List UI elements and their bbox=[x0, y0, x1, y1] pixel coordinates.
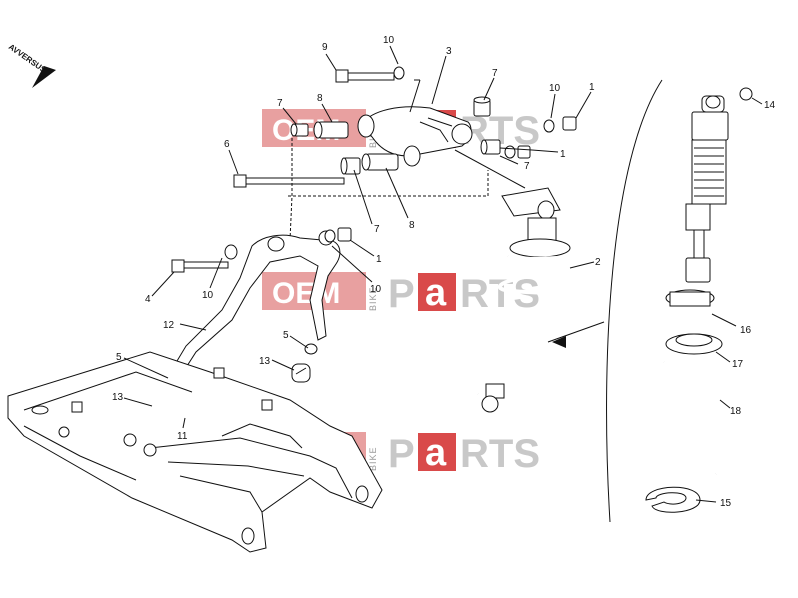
callout-7-lower: 7 bbox=[374, 224, 380, 235]
callout-16: 16 bbox=[740, 325, 752, 336]
callout-labels: 9 10 3 7 10 1 7 8 1 7 6 7 8 1 10 4 10 12… bbox=[112, 35, 776, 509]
callout-4: 4 bbox=[145, 294, 151, 305]
callout-18: 18 bbox=[730, 406, 742, 417]
callout-14: 14 bbox=[764, 100, 776, 111]
bolt-9 bbox=[335, 66, 405, 83]
direction-arrow-icon bbox=[32, 66, 56, 88]
spacer-8-lower bbox=[361, 153, 399, 171]
rocker-arm-3 bbox=[357, 106, 473, 167]
wm-bike-bot: BIKE bbox=[368, 446, 378, 471]
leader-lines bbox=[123, 45, 763, 503]
bushing-7-upper-left bbox=[290, 123, 309, 137]
callout-7-left: 7 bbox=[277, 98, 283, 109]
callout-1-middle: 1 bbox=[560, 149, 566, 160]
bushing-7-lower bbox=[340, 157, 361, 175]
callout-9: 9 bbox=[322, 42, 328, 53]
callout-10-lower-right: 10 bbox=[370, 284, 382, 295]
wm-rts-bot: RTS bbox=[460, 432, 540, 476]
wm-a-mid: a bbox=[425, 272, 447, 314]
callout-15: 15 bbox=[720, 498, 732, 509]
washer-10-right-lower bbox=[504, 145, 516, 159]
callout-10-top: 10 bbox=[383, 35, 395, 46]
callout-1-top: 1 bbox=[589, 82, 595, 93]
wm-oem-mid: OEM bbox=[272, 277, 340, 310]
wm-a-bot: a bbox=[425, 432, 447, 474]
wm-p-bot: P bbox=[388, 432, 415, 476]
callout-8-top: 8 bbox=[317, 93, 323, 104]
callout-5-upper: 5 bbox=[283, 330, 289, 341]
shock-exploded bbox=[547, 79, 753, 523]
nut-1-right-lower bbox=[517, 145, 531, 159]
direction-indicator: AVVERSUS bbox=[7, 42, 56, 88]
callout-2: 2 bbox=[595, 257, 601, 268]
callout-10-right: 10 bbox=[549, 83, 561, 94]
spacer-8-upper bbox=[313, 121, 349, 139]
shock-absorber-assembled bbox=[475, 187, 575, 413]
wm-p-mid: P bbox=[388, 272, 415, 316]
swingarm bbox=[7, 351, 383, 553]
watermark-middle: OEM BIKE P a RTS bbox=[262, 272, 540, 316]
bushing-7-right-middle bbox=[480, 139, 501, 155]
callout-6: 6 bbox=[224, 139, 230, 150]
callout-5-lower: 5 bbox=[116, 352, 122, 363]
callout-7-middle: 7 bbox=[524, 161, 530, 172]
callout-10-lower-left: 10 bbox=[202, 290, 214, 301]
callout-1-lower: 1 bbox=[376, 254, 382, 265]
washer-10-right bbox=[543, 119, 555, 133]
wm-bike-mid: BIKE bbox=[368, 286, 378, 311]
callout-8-lower: 8 bbox=[409, 220, 415, 231]
fitting-5-13-upper bbox=[291, 343, 318, 383]
callout-17: 17 bbox=[732, 359, 744, 370]
upper-linkage-group bbox=[233, 66, 577, 241]
callout-12: 12 bbox=[163, 320, 175, 331]
callout-3: 3 bbox=[446, 46, 452, 57]
callout-13-lower: 13 bbox=[112, 392, 124, 403]
callout-13-upper: 13 bbox=[259, 356, 271, 367]
bushing-7-upper-right bbox=[473, 96, 491, 117]
callout-11: 11 bbox=[177, 431, 188, 442]
callout-7-top: 7 bbox=[492, 68, 498, 79]
nut-1-right bbox=[562, 116, 577, 131]
bolt-6 bbox=[233, 174, 345, 188]
